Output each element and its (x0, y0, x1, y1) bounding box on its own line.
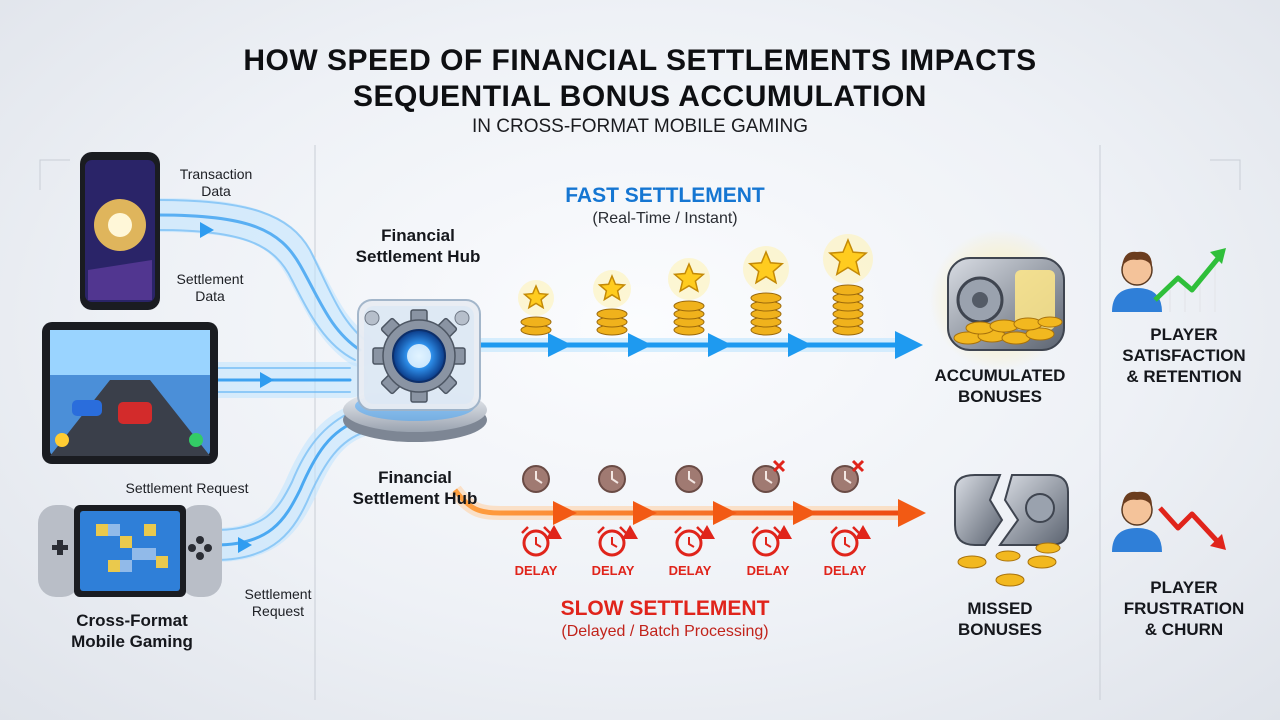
slow-settlement-title: SLOW SETTLEMENT (560, 597, 770, 620)
alarm-warning-icon (597, 525, 638, 557)
player-avatar-icon-2 (1112, 491, 1162, 552)
subtitle: IN CROSS-FORMAT MOBILE GAMING (471, 116, 809, 137)
alarm-warning-icon (751, 525, 792, 557)
slow-settlement-arrows (449, 485, 926, 527)
clock-icon (598, 465, 626, 493)
player-satisfaction-label: PLAYER SATISFACTION & RETENTION (1122, 325, 1246, 386)
settlement-request-label-2: Settlement Request (244, 586, 312, 619)
frame-lines (39, 145, 1241, 700)
missed-bonuses-label: MISSED BONUSES (957, 599, 1043, 639)
device-flows (141, 198, 377, 562)
player-avatar-icon (1112, 251, 1162, 312)
broken-vault-icon (954, 474, 1069, 587)
gear-icon (372, 309, 466, 403)
slow-steps (521, 459, 871, 557)
alarm-warning-icon (830, 525, 871, 557)
vault-icon (930, 230, 1070, 370)
clock-icon (752, 459, 786, 493)
clock-icon (675, 465, 703, 493)
fast-settlement-arrows (480, 331, 923, 359)
trend-up-icon (1153, 248, 1226, 312)
clock-icon (522, 465, 550, 493)
trend-down-icon (1158, 506, 1226, 550)
slow-settlement-subtitle: (Delayed / Batch Processing) (561, 623, 769, 640)
phone-device (80, 152, 160, 310)
handheld-console-device (38, 505, 222, 597)
devices-label: Cross-Format Mobile Gaming (71, 611, 193, 651)
hub-label-bottom: Financial Settlement Hub (352, 468, 478, 508)
transaction-data-label: Transaction Data (179, 166, 253, 199)
settlement-request-label-1: Settlement Request (125, 480, 249, 496)
tablet-device (42, 322, 218, 464)
star-coin-stack-icon (743, 246, 789, 336)
accumulated-bonuses-label: ACCUMULATED BONUSES (934, 366, 1066, 406)
star-coin-stack-icon (823, 234, 873, 336)
settlement-data-label: Settlement Data (176, 271, 244, 304)
clock-icon (831, 459, 865, 493)
hub-label-top: Financial Settlement Hub (355, 226, 481, 266)
star-coin-stack-icon (668, 258, 710, 336)
delay-label: DELAY (746, 563, 790, 578)
player-frustration-label: PLAYER FRUSTRATION & CHURN (1123, 578, 1245, 639)
fast-settlement-title: FAST SETTLEMENT (565, 184, 765, 207)
delay-label: DELAY (591, 563, 635, 578)
star-coin-stack-icon (593, 270, 631, 336)
delay-label: DELAY (514, 563, 558, 578)
delay-label: DELAY (823, 563, 867, 578)
alarm-warning-icon (674, 525, 715, 557)
star-coin-stack-icon (518, 280, 554, 336)
title-line-1: HOW SPEED OF FINANCIAL SETTLEMENTS IMPAC… (243, 44, 1037, 77)
fast-settlement-subtitle: (Real-Time / Instant) (592, 210, 738, 227)
title-line-2: SEQUENTIAL BONUS ACCUMULATION (353, 80, 927, 113)
flow-chevrons (200, 222, 274, 553)
fast-steps (518, 234, 873, 336)
delay-label: DELAY (668, 563, 712, 578)
alarm-warning-icon (521, 525, 562, 557)
